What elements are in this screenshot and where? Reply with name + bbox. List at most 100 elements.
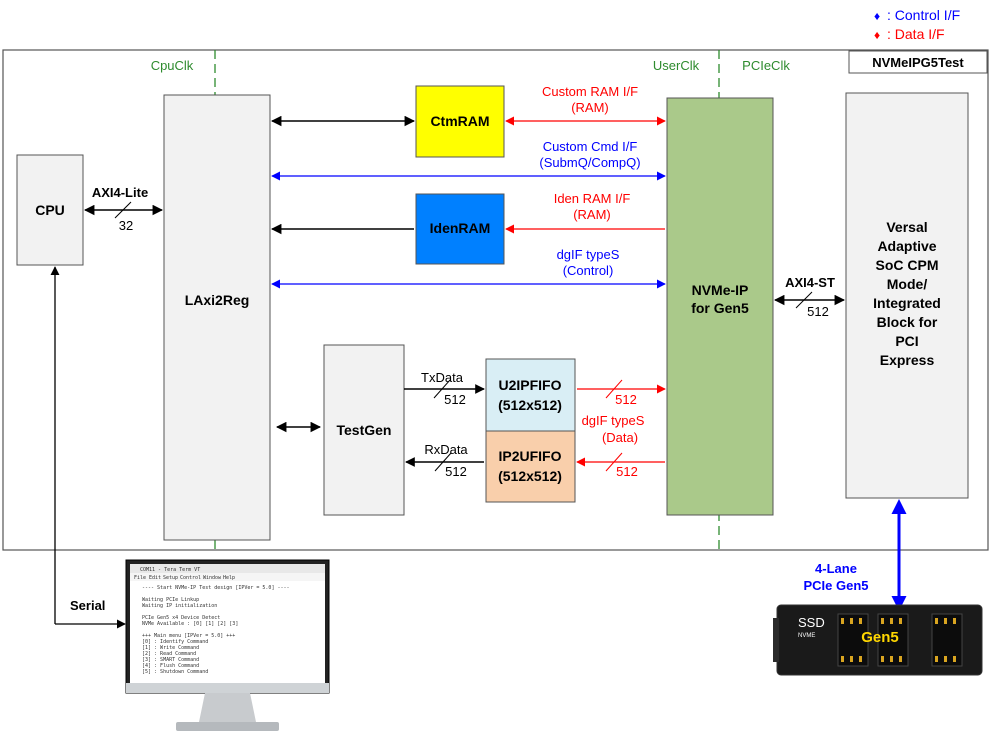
pcie-lane-label-1: 4-Lane [815, 561, 857, 576]
txdata-label: TxData [421, 370, 464, 385]
idenram-block [415, 193, 505, 265]
ssd-connector [773, 618, 779, 662]
u2ipfifo-block [485, 358, 576, 432]
terminal-line: NVMe Available : [0] [1] [2] [3] [142, 621, 238, 627]
nvme-ip-label-2: for Gen5 [691, 300, 749, 316]
terminal-line: Waiting PCIe Linkup [142, 597, 199, 603]
userclk-label: UserClk [653, 58, 700, 73]
txdata-width-slash [433, 379, 451, 399]
terminal-line: ---- Start NVMe-IP Test design [IPVer = … [142, 585, 290, 591]
custom-ram-label-2: (RAM) [571, 100, 609, 115]
testgen-block [323, 344, 405, 516]
u2ip-width-slash [605, 379, 623, 399]
data-diamond-icon: ♦ [874, 28, 880, 42]
pcieclk-label: PCIeClk [742, 58, 790, 73]
ctmram-label: CtmRAM [430, 113, 489, 129]
iden-ram-label-2: (RAM) [573, 207, 611, 222]
terminal-menu-window[interactable]: Window [203, 575, 222, 581]
ssd-type: NVME [798, 633, 815, 639]
dgif-data-label-2: (Data) [602, 430, 638, 445]
custom-ram-label-1: Custom RAM I/F [542, 84, 638, 99]
terminal-line: [5] : Shutdown Command [142, 669, 208, 675]
terminal-line: [3] : SMART Command [142, 657, 199, 663]
ip2ufifo-block [485, 430, 576, 503]
versal-line-7: PCI [895, 333, 918, 349]
rxdata-width-slash [434, 452, 452, 472]
ssd-brand: SSD [798, 615, 825, 630]
system-boundary [2, 49, 989, 551]
nvme-ip-label-1: NVMe-IP [692, 282, 749, 298]
terminal-menu-help[interactable]: Help [223, 575, 235, 581]
serial-label: Serial [70, 598, 105, 613]
axi4lite-width-slash [114, 201, 132, 219]
txdata-width: 512 [444, 392, 466, 407]
laxi2reg-block [163, 94, 271, 541]
monitor-stand [199, 693, 256, 722]
axi4st-label: AXI4-ST [785, 275, 835, 290]
versal-line-5: Integrated [873, 295, 941, 311]
terminal-line: [0] : Identify Command [142, 639, 208, 645]
axi4st-width: 512 [807, 304, 829, 319]
versal-line-8: Express [880, 352, 935, 368]
terminal-line: [4] : Flush Command [142, 663, 199, 669]
monitor-base [176, 722, 279, 731]
terminal-line: [2] : Read Command [142, 651, 196, 657]
system-title-box [848, 50, 988, 74]
terminal-menu-control[interactable]: Control [180, 575, 201, 581]
custom-cmd-label-2: (SubmQ/CompQ) [539, 155, 640, 170]
axi4lite-width: 32 [119, 218, 133, 233]
terminal-line: [1] : Write Command [142, 645, 199, 651]
u2ipfifo-label-1: U2IPFIFO [498, 377, 561, 393]
ctmram-block [415, 85, 505, 158]
terminal-line: +++ Main menu [IPVer = 5.0] +++ [142, 633, 235, 639]
idenram-label: IdenRAM [430, 220, 491, 236]
custom-cmd-label-1: Custom Cmd I/F [543, 139, 638, 154]
dgif-control-label-1: dgIF typeS [557, 247, 620, 262]
terminal-line: PCIe Gen5 x4 Device Detect [142, 615, 220, 621]
terminal-menu-edit[interactable]: Edit [149, 575, 161, 581]
terminal-titlebar [130, 564, 325, 573]
nvme-ip-block [666, 97, 774, 516]
ip2u-width: 512 [616, 464, 638, 479]
iden-ram-label-1: Iden RAM I/F [554, 191, 631, 206]
monitor-chin [126, 683, 329, 693]
ssd-gen: Gen5 [861, 629, 899, 646]
ip2ufifo-label-1: IP2UFIFO [498, 448, 561, 464]
cpu-label: CPU [35, 202, 65, 218]
control-diamond-icon: ♦ [874, 9, 880, 23]
pcie-lane-label-2: PCIe Gen5 [803, 578, 868, 593]
legend-control-label: : Control I/F [887, 7, 960, 23]
legend: ♦ : Control I/F ♦ : Data I/F [874, 7, 960, 42]
terminal-output: ---- Start NVMe-IP Test design [IPVer = … [142, 585, 290, 675]
terminal-menubar [130, 573, 325, 581]
u2ip-width: 512 [615, 392, 637, 407]
versal-label: Versal Adaptive SoC CPM Mode/ Integrated… [873, 219, 941, 368]
axi4lite-label: AXI4-Lite [92, 185, 148, 200]
legend-data-label: : Data I/F [887, 26, 945, 42]
ip2ufifo-label-2: (512x512) [498, 468, 562, 484]
terminal-title: COM11 - Tera Term VT [140, 567, 200, 573]
laxi2reg-label: LAxi2Reg [185, 292, 250, 308]
dgif-data-label-1: dgIF typeS [582, 413, 645, 428]
versal-line-3: SoC CPM [876, 257, 939, 273]
versal-block [845, 92, 969, 499]
rxdata-width: 512 [445, 464, 467, 479]
terminal-line: Waiting IP initialization [142, 603, 217, 609]
monitor-screen [130, 564, 325, 683]
monitor: COM11 - Tera Term VT File Edit Setup Con… [125, 559, 330, 731]
ssd-gold-pads [841, 618, 956, 662]
rxdata-label: RxData [424, 442, 468, 457]
terminal-menu-setup[interactable]: Setup [163, 575, 178, 581]
axi4st-width-slash [795, 291, 813, 309]
cpu-block [16, 154, 84, 266]
terminal-menu-file[interactable]: File [134, 575, 146, 581]
versal-line-1: Versal [886, 219, 927, 235]
versal-line-4: Mode/ [887, 276, 928, 292]
ip2u-width-slash [605, 452, 623, 472]
testgen-label: TestGen [337, 422, 392, 438]
u2ipfifo-label-2: (512x512) [498, 397, 562, 413]
versal-line-6: Block for [877, 314, 938, 330]
cpuclk-label: CpuClk [151, 58, 194, 73]
system-title: NVMeIPG5Test [872, 55, 964, 70]
